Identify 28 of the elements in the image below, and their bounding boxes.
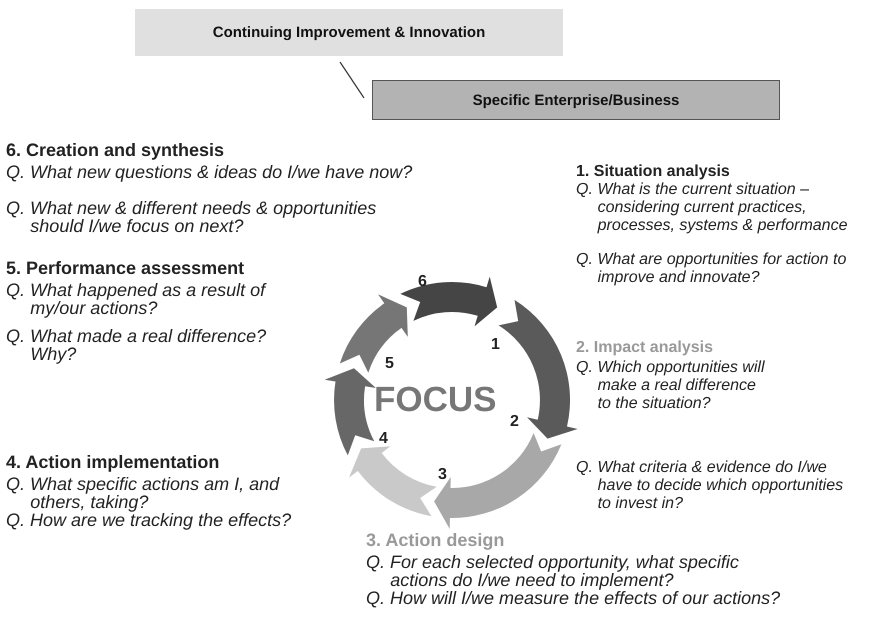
- section-heading: 2. Impact analysis: [576, 339, 714, 357]
- question-text: Q. For each selected opportunity, what specific actions do I/we need to implement?: [366, 553, 740, 589]
- question-text: Q. What is the current situation – considering current practices, processes, systems & performance: [576, 181, 848, 235]
- process-box: Continuing Improvement & Innovation: [135, 9, 563, 56]
- step-number: 1: [491, 336, 500, 354]
- question-text: Q. How are we tracking the effects?: [6, 511, 292, 529]
- section-heading: 5. Performance assessment: [6, 259, 246, 277]
- step-number: 2: [510, 413, 519, 431]
- step-number: 5: [385, 355, 394, 373]
- question-text: Q. What new questions & ideas do I/we have now?: [6, 163, 414, 181]
- question-text: Q. Which opportunities will make a real difference to the situation?: [576, 359, 766, 413]
- center-label: FOCUS: [374, 380, 496, 420]
- section-heading: 3. Action design: [366, 531, 506, 549]
- section-heading: 6. Creation and synthesis: [6, 141, 226, 159]
- step-number: 6: [418, 273, 427, 291]
- question-text: Q. What criteria & evidence do I/we have to decide which opportunities to invest in?: [576, 459, 844, 513]
- section-heading: 1. Situation analysis: [576, 163, 731, 181]
- section-heading: 4. Action implementation: [6, 453, 220, 471]
- question-text: Q. What made a real difference? Why?: [6, 327, 268, 363]
- step-number: 4: [379, 430, 388, 448]
- step-number: 3: [438, 466, 447, 484]
- process-box: Specific Enterprise/Business: [372, 80, 780, 120]
- question-text: Q. What are opportunities for action to improve and innovate?: [576, 251, 848, 287]
- question-text: Q. What new & different needs & opportunities should I/we focus on next?: [6, 199, 378, 235]
- question-text: Q. What happened as a result of my/our actions?: [6, 281, 268, 317]
- question-text: Q. What specific actions am I, and others, taking?: [6, 475, 280, 511]
- question-text: Q. How will I/we measure the effects of our actions?: [366, 589, 782, 607]
- connector-line: [340, 62, 364, 98]
